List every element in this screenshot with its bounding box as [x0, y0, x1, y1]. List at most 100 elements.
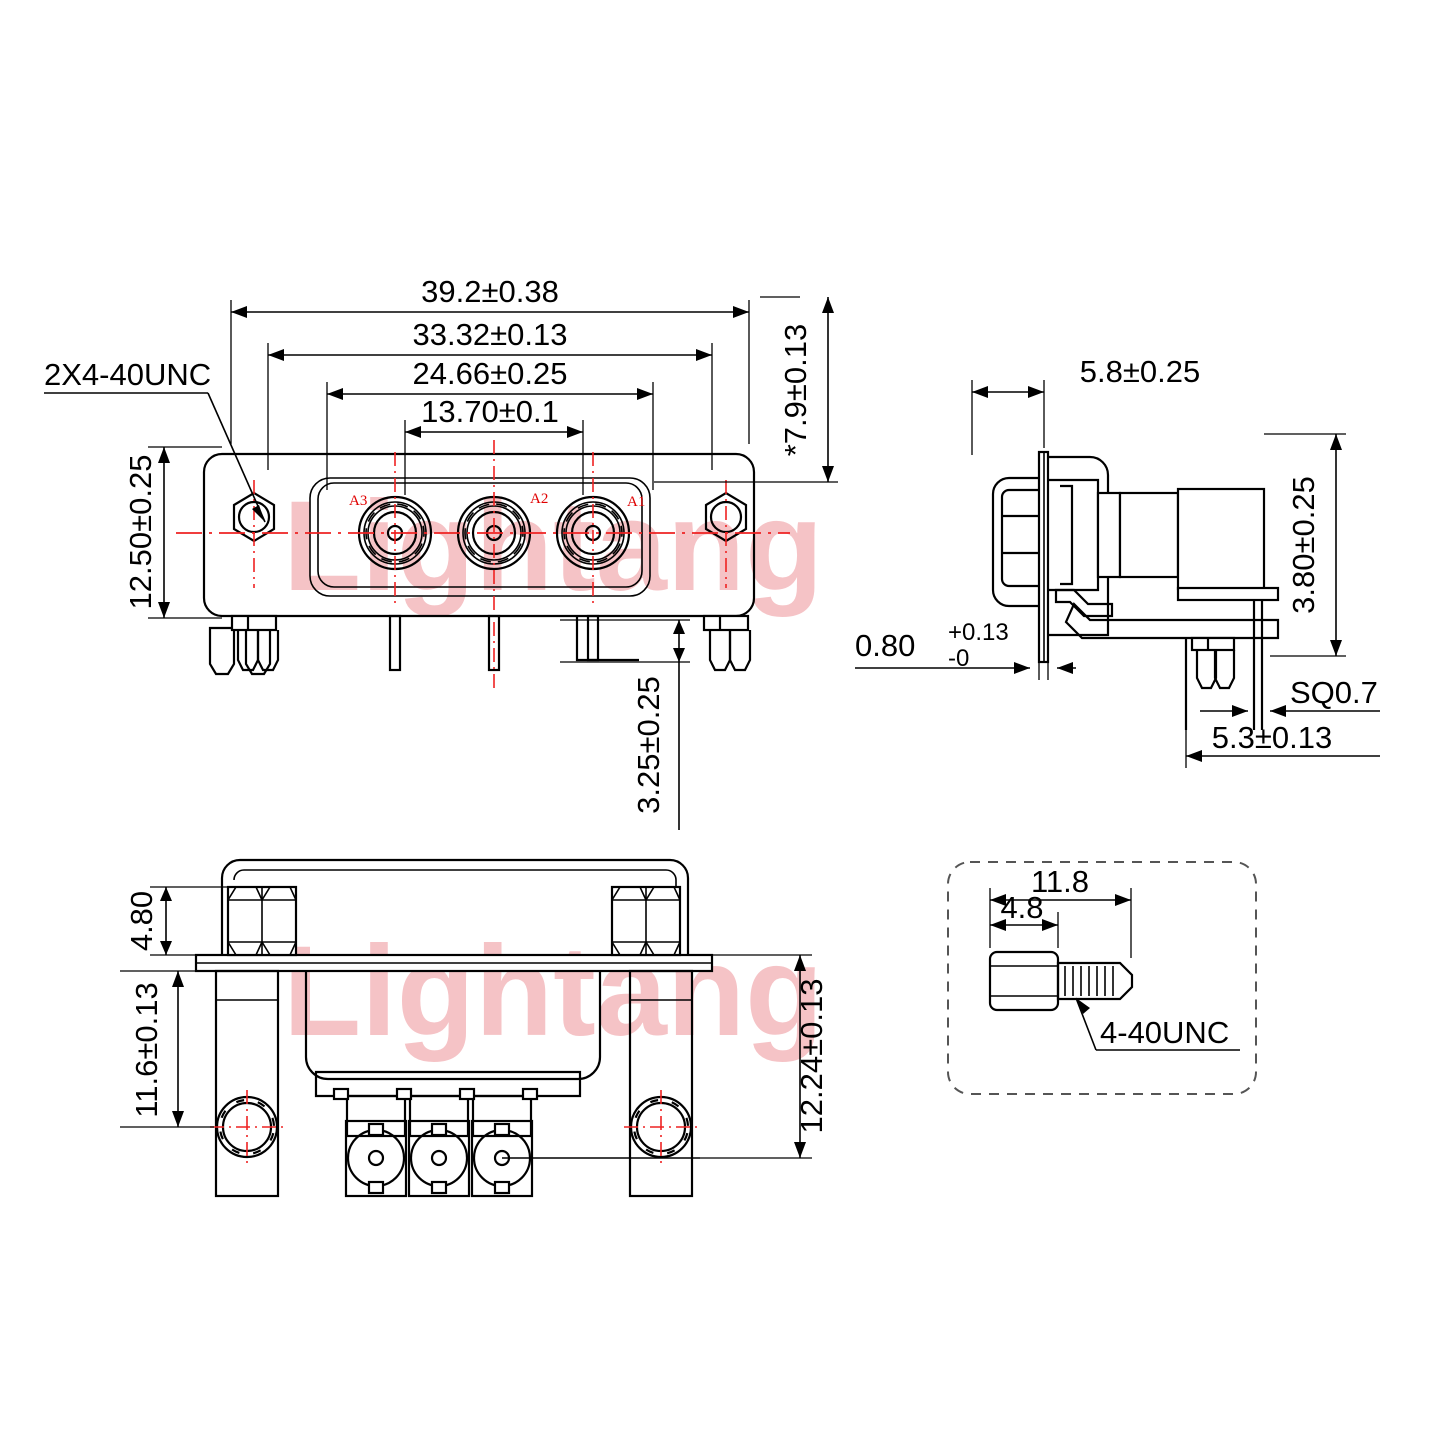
bottom-view: 4.80 11.6±0.13 12.24±0.13 — [120, 858, 829, 1198]
screw-head-left-chamfer — [227, 886, 297, 956]
watermark-text-bottom: Lightang — [283, 920, 823, 1063]
dim-body-depth: 5.8±0.25 — [971, 354, 1200, 455]
contact-a1-tab-bottom — [493, 1180, 511, 1195]
callout-thread-front: 2X4-40UNC — [44, 357, 266, 523]
pin-a3 — [388, 614, 402, 672]
dim-contact-span-outer-text: 24.66±0.25 — [413, 356, 568, 391]
dim-body-height: *7.9±0.13 — [654, 296, 838, 483]
side-leg-b — [1213, 650, 1236, 690]
contact-a2-slots — [464, 503, 524, 563]
contact-a2-pad — [407, 1119, 471, 1198]
contact-a1-tab-top — [493, 1122, 511, 1137]
callout-thread-screw: 4-40UNC — [1075, 997, 1240, 1051]
leg-right-a — [708, 630, 732, 672]
contact-a3-pad-hole — [367, 1149, 385, 1167]
front-solder-legs — [208, 614, 752, 676]
dim-screw-head-height-text: 4.80 — [124, 891, 159, 951]
callout-thread-front-text: 2X4-40UNC — [44, 357, 211, 392]
side-body-block — [1096, 491, 1122, 579]
bottom-shell-inner — [233, 869, 677, 964]
base-tab-2 — [395, 1087, 413, 1101]
side-leg-top — [1190, 636, 1236, 652]
dim-contact-span-inner-text: 13.70±0.1 — [421, 394, 559, 429]
pin-a2 — [487, 614, 501, 672]
contact-a2-tab-top — [430, 1122, 448, 1137]
screw-detail-border — [947, 861, 1257, 1095]
dim-screw-total-length: 11.8 — [989, 864, 1132, 958]
side-bracket-plate — [1176, 586, 1280, 602]
dim-screw-head-height: 4.80 — [124, 886, 230, 956]
contact-a2-pad-circle — [409, 1128, 469, 1188]
dim-pin-pitch: 5.3±0.13 — [1185, 700, 1380, 768]
dim-contact-span-inner: 13.70±0.1 — [405, 394, 583, 438]
jackscrew-left-slots — [218, 1098, 276, 1156]
dim-flange-tol-lower: -0 — [948, 645, 969, 672]
jackscrew-right-slots — [632, 1098, 690, 1156]
bottom-shell-outline — [220, 858, 690, 966]
leg-right-top — [702, 614, 750, 632]
screw-head-facets — [990, 965, 1058, 997]
dim-body-depth-text: 5.8±0.25 — [1080, 354, 1200, 389]
watermark-group: Lightang Lightang — [283, 475, 823, 1063]
dim-pin-section: SQ0.7 — [1200, 675, 1380, 717]
bottom-jackscrew-footprint-left — [210, 1090, 284, 1164]
screw-head-right-chamfer — [611, 886, 681, 956]
contact-a3-pad-circle — [346, 1128, 406, 1188]
bottom-body-base — [314, 1070, 582, 1098]
dim-overall-width: 39.2±0.38 — [231, 274, 749, 318]
dim-pin-protrusion: 3.25±0.25 — [560, 619, 690, 830]
side-shroud-inner — [1000, 488, 1039, 588]
dim-pin-protrusion-text: 3.25±0.25 — [631, 676, 666, 814]
bottom-jackscrew-footprint-right — [624, 1090, 698, 1164]
dim-pin-section-text: SQ0.7 — [1290, 675, 1378, 710]
pin-a1-bracket — [575, 616, 639, 662]
dim-board-depth-text: 11.6±0.13 — [129, 982, 164, 1117]
bottom-rail-right — [628, 969, 694, 1198]
leg-left-top — [230, 614, 278, 632]
contact-a3-pad — [344, 1119, 408, 1198]
front-insulator-inner — [317, 482, 643, 588]
dim-overall-width-text: 39.2±0.38 — [421, 274, 559, 309]
dim-screw-head-length-text: 4.8 — [1000, 890, 1043, 925]
bottom-contact-footprints — [332, 1087, 539, 1198]
side-view: 5.8±0.25 3.80±0.25 0.80 +0.13 -0 — [855, 354, 1380, 768]
dim-flange-thickness: 0.80 +0.13 -0 — [855, 619, 1076, 680]
screw-head — [988, 950, 1060, 1012]
screw-shank — [1056, 961, 1134, 1001]
screw-detail: 11.8 4.8 4-40UNC — [947, 861, 1257, 1095]
bottom-screw-head-left — [226, 885, 298, 957]
bottom-rail-left — [214, 969, 280, 1198]
side-bracket-elbow — [1054, 588, 1114, 618]
bottom-screw-head-right — [610, 885, 682, 957]
dim-overall-depth-text: 12.24±0.13 — [794, 979, 829, 1134]
pin-label-a2: A2 — [530, 491, 548, 507]
dim-pin-pitch-text: 5.3±0.13 — [1212, 720, 1332, 755]
contact-a1-slots — [563, 503, 623, 563]
side-coax-barrel — [1118, 491, 1180, 579]
contact-a2-pad-hole — [430, 1149, 448, 1167]
side-body-upper — [1048, 455, 1110, 637]
pin-label-a1: A1 — [627, 494, 645, 510]
contact-a3-tab-top — [367, 1122, 385, 1137]
base-tab-3 — [458, 1087, 476, 1101]
dim-mount-hole-span: 33.32±0.13 — [268, 317, 712, 361]
pin-label-a3: A3 — [349, 493, 367, 509]
dim-pin-height: 3.80±0.25 — [1264, 433, 1346, 657]
screw-threads — [1064, 966, 1114, 996]
dim-flange-thickness-text: 0.80 — [855, 628, 915, 663]
front-view: A3 A2 A1 — [44, 274, 838, 830]
watermark-text-top: Lightang — [283, 475, 823, 618]
dim-screw-head-length: 4.8 — [990, 890, 1059, 948]
contact-a3-slots — [365, 503, 425, 563]
contact-a3-tab-bottom — [367, 1180, 385, 1195]
contact-a2-tab-bottom — [430, 1180, 448, 1195]
dim-flange-tol-upper: +0.13 — [948, 619, 1009, 646]
dim-contact-span-outer: 24.66±0.25 — [327, 356, 653, 400]
base-tab-1 — [332, 1087, 350, 1101]
pin-a1 — [586, 614, 600, 662]
dim-overall-depth: 12.24±0.13 — [694, 954, 829, 1159]
side-body-tab — [1060, 484, 1074, 586]
callout-thread-screw-text: 4-40UNC — [1100, 1015, 1229, 1050]
front-insulator-outer — [309, 477, 651, 597]
